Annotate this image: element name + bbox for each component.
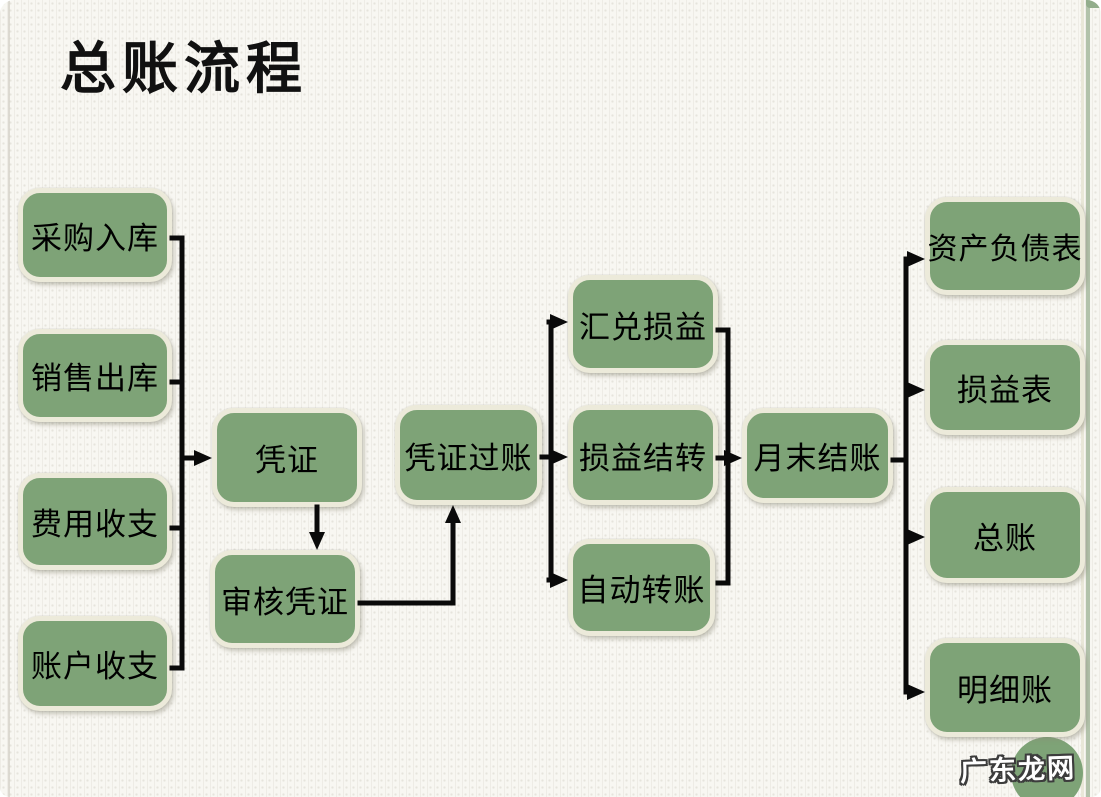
flow-node-profit-loss-carryforward: 损益结转 bbox=[568, 405, 718, 505]
flow-node-label: 明细账 bbox=[957, 673, 1053, 708]
slide-left-edge-line bbox=[8, 0, 10, 797]
flow-node-auto-transfer: 自动转账 bbox=[568, 539, 715, 636]
flow-node-label: 审核凭证 bbox=[221, 584, 349, 620]
top-right-corner-accent bbox=[1086, 0, 1101, 8]
slide-right-edge-line-green bbox=[1086, 0, 1090, 797]
flow-node-label: 月末结账 bbox=[753, 441, 882, 476]
flow-node-label: 自动转账 bbox=[577, 573, 706, 608]
flow-node-voucher: 凭证 bbox=[212, 408, 362, 507]
flow-node-label: 采购入库 bbox=[31, 220, 159, 256]
flow-node-balance-sheet: 资产负债表 bbox=[925, 197, 1085, 295]
flow-node-label: 凭证 bbox=[255, 443, 319, 478]
flow-node-label: 总账 bbox=[973, 520, 1037, 556]
flow-node-expense-inout: 费用收支 bbox=[18, 473, 172, 570]
flow-node-account-inout: 账户收支 bbox=[18, 616, 172, 711]
flow-node-voucher-audit: 审核凭证 bbox=[210, 550, 360, 648]
flow-node-exchange-gain-loss: 汇兑损益 bbox=[568, 275, 718, 373]
flow-node-voucher-posting: 凭证过账 bbox=[395, 405, 542, 505]
flow-node-label: 费用收支 bbox=[31, 507, 159, 542]
flow-node-label: 资产负债表 bbox=[927, 233, 1083, 266]
flow-node-general-ledger: 总账 bbox=[925, 487, 1085, 583]
flow-node-label: 损益结转 bbox=[579, 440, 707, 476]
flow-node-label: 账户收支 bbox=[31, 649, 159, 684]
flow-node-sales-outbound: 销售出库 bbox=[18, 329, 172, 422]
watermark: 广东龙网 bbox=[959, 752, 1077, 788]
flow-node-label: 损益表 bbox=[957, 373, 1053, 408]
edge-arrow-audit-to-posting bbox=[357, 505, 461, 606]
bottom-right-decor-circle bbox=[1011, 737, 1083, 797]
slide-title: 总账流程 bbox=[60, 37, 308, 100]
flow-node-income-statement: 损益表 bbox=[925, 340, 1085, 435]
flow-node-label: 销售出库 bbox=[31, 361, 159, 396]
flow-node-month-end-closing: 月末结账 bbox=[742, 408, 893, 503]
flow-node-label: 凭证过账 bbox=[404, 440, 533, 476]
flow-node-purchase-inbound: 采购入库 bbox=[18, 188, 172, 282]
flow-node-label: 汇兑损益 bbox=[579, 309, 707, 345]
flow-node-subsidiary-ledger: 明细账 bbox=[925, 638, 1085, 737]
